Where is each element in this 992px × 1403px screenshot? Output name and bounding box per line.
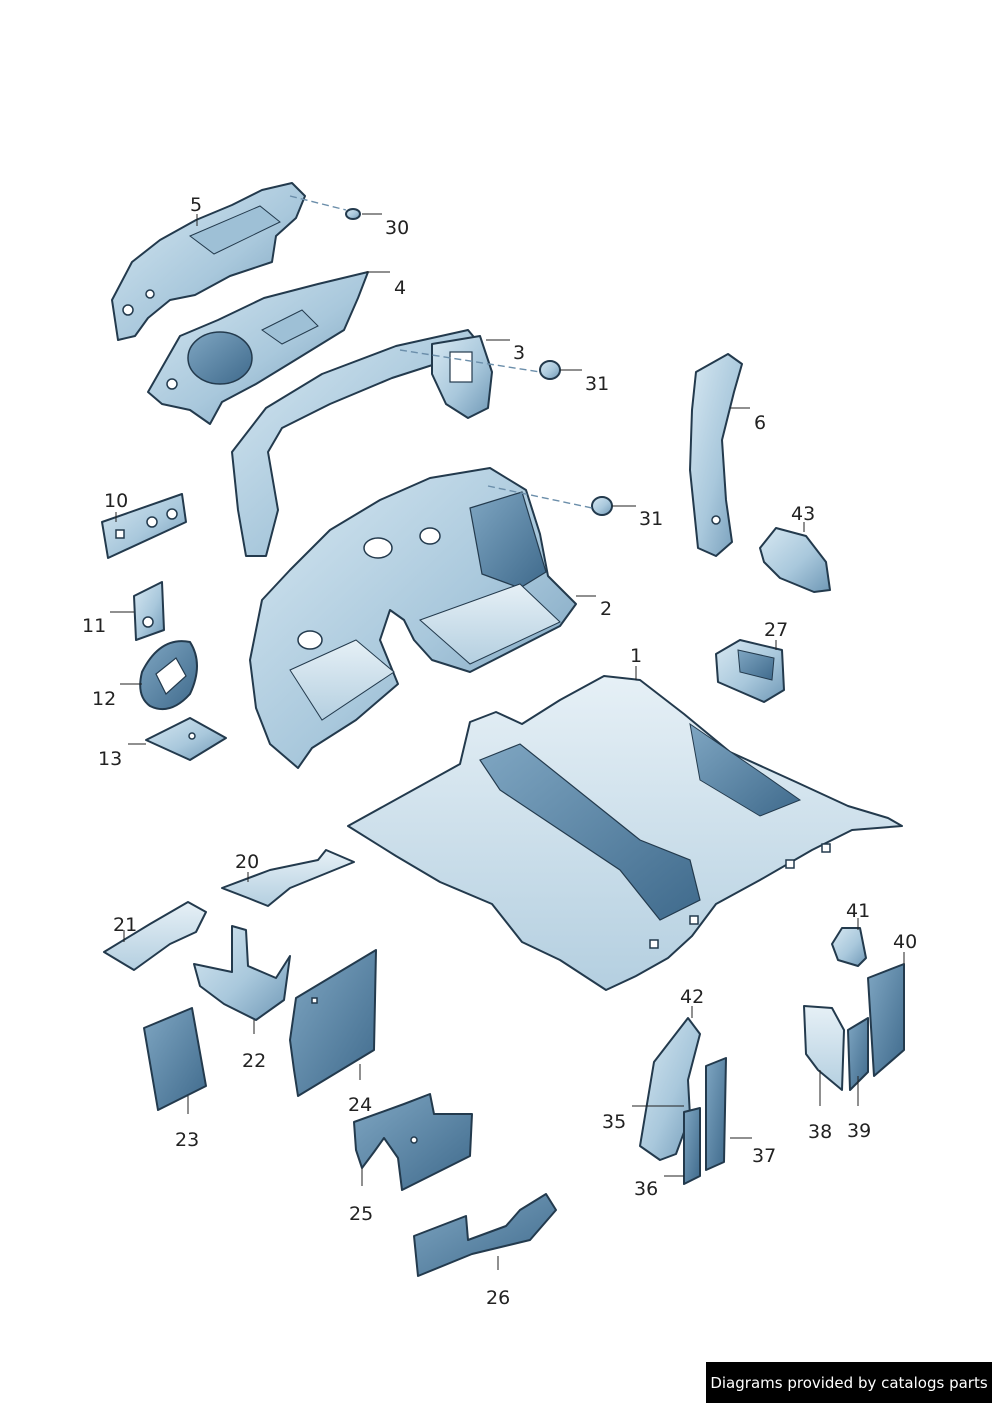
part-41[interactable] bbox=[831, 927, 867, 967]
label-6: 6 bbox=[754, 412, 766, 434]
part-26[interactable] bbox=[413, 1193, 557, 1277]
label-24: 24 bbox=[348, 1094, 372, 1116]
label-42: 42 bbox=[680, 986, 704, 1008]
part-23[interactable] bbox=[143, 1007, 207, 1111]
label-23: 23 bbox=[175, 1129, 199, 1151]
part-10[interactable] bbox=[101, 493, 187, 559]
label-10: 10 bbox=[104, 490, 128, 512]
label-35: 35 bbox=[602, 1111, 626, 1133]
label-26: 26 bbox=[486, 1287, 510, 1309]
part-39[interactable] bbox=[847, 1017, 869, 1091]
label-13: 13 bbox=[98, 748, 122, 770]
part-24[interactable] bbox=[289, 949, 377, 1097]
label-39: 39 bbox=[847, 1120, 871, 1142]
part-3[interactable] bbox=[231, 329, 493, 557]
label-31-b: 31 bbox=[639, 508, 663, 530]
label-41: 41 bbox=[846, 900, 870, 922]
part-43[interactable] bbox=[759, 527, 831, 593]
label-2: 2 bbox=[600, 598, 612, 620]
part-1[interactable] bbox=[347, 675, 903, 991]
part-2[interactable] bbox=[249, 467, 577, 769]
part-40[interactable] bbox=[867, 963, 905, 1077]
part-38[interactable] bbox=[803, 1005, 845, 1091]
label-43: 43 bbox=[791, 503, 815, 525]
part-31-b[interactable] bbox=[591, 496, 613, 516]
part-11[interactable] bbox=[133, 581, 165, 641]
label-20: 20 bbox=[235, 851, 259, 873]
part-13[interactable] bbox=[145, 717, 227, 761]
part-30[interactable] bbox=[345, 208, 361, 220]
label-40: 40 bbox=[893, 931, 917, 953]
label-31-a: 31 bbox=[585, 373, 609, 395]
part-22[interactable] bbox=[193, 925, 291, 1021]
part-labels: 5 30 4 3 31 6 10 31 43 2 11 27 1 12 13 2… bbox=[82, 194, 917, 1309]
label-27: 27 bbox=[764, 619, 788, 641]
label-38: 38 bbox=[808, 1121, 832, 1143]
credit-banner: Diagrams provided by catalogs parts bbox=[706, 1362, 992, 1403]
label-5: 5 bbox=[190, 194, 202, 216]
label-25: 25 bbox=[349, 1203, 373, 1225]
part-12[interactable] bbox=[139, 640, 198, 710]
label-1: 1 bbox=[630, 645, 642, 667]
part-37[interactable] bbox=[705, 1057, 727, 1171]
part-31-a[interactable] bbox=[539, 360, 561, 380]
label-11: 11 bbox=[82, 615, 106, 637]
label-4: 4 bbox=[394, 277, 406, 299]
part-4[interactable] bbox=[147, 271, 369, 425]
label-30: 30 bbox=[385, 217, 409, 239]
part-20[interactable] bbox=[221, 849, 355, 907]
label-3: 3 bbox=[513, 342, 525, 364]
label-12: 12 bbox=[92, 688, 116, 710]
leader-lines bbox=[110, 195, 905, 1270]
part-21[interactable] bbox=[103, 901, 207, 971]
label-37: 37 bbox=[752, 1145, 776, 1167]
label-21: 21 bbox=[113, 914, 137, 936]
part-27[interactable] bbox=[715, 639, 785, 703]
label-22: 22 bbox=[242, 1050, 266, 1072]
part-5[interactable] bbox=[111, 182, 306, 341]
label-36: 36 bbox=[634, 1178, 658, 1200]
part-36[interactable] bbox=[683, 1107, 701, 1185]
part-6[interactable] bbox=[689, 353, 743, 557]
